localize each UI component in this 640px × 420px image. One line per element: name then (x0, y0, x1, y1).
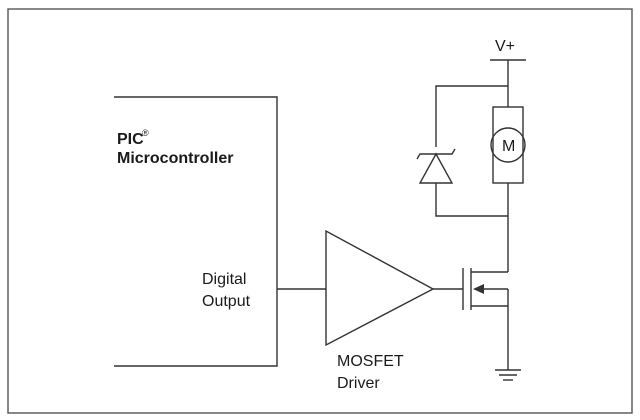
mosfet-driver-label-line1: MOSFET (337, 353, 404, 370)
digital-output-label-line2: Output (202, 293, 251, 310)
diagram-frame (7, 8, 633, 414)
diode-top-wire (435, 85, 508, 147)
trademark-symbol: ® (142, 128, 149, 138)
ground-icon (495, 369, 521, 381)
mosfet-transistor (462, 252, 509, 310)
mosfet-driver-triangle (325, 229, 435, 347)
diode-bottom-wire (435, 183, 508, 217)
mosfet-driver-label-line2: Driver (337, 375, 380, 392)
mosfet-arrow-icon (473, 284, 484, 294)
microcontroller-name: PIC (117, 131, 144, 148)
motor-circle (490, 127, 526, 163)
digital-output-label-line1: Digital (202, 271, 246, 288)
motor-label: M (502, 138, 515, 155)
microcontroller-block (114, 96, 278, 367)
microcontroller-subtitle: Microcontroller (117, 150, 233, 167)
flyback-diode-icon (416, 148, 456, 184)
supply-voltage-label: V+ (495, 38, 515, 55)
